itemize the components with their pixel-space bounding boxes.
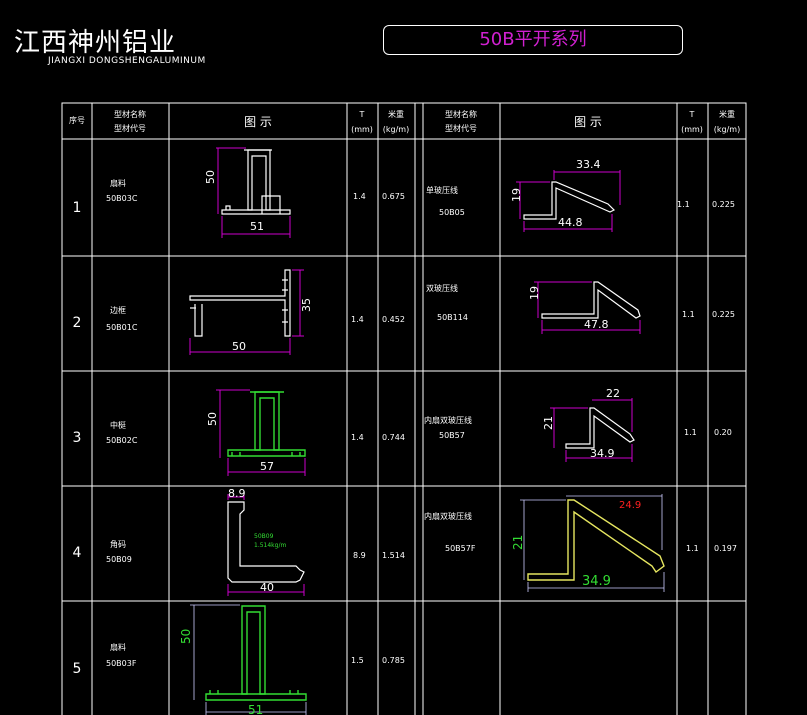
weight: 1.514 (382, 551, 405, 560)
profile-drawing-50B01C: 35 50 (189, 269, 313, 355)
dim-width: 50 (232, 340, 246, 353)
weight: 0.225 (712, 200, 735, 209)
thickness: 8.9 (353, 551, 366, 560)
dim-height: 19 (528, 286, 541, 300)
dim-top: 33.4 (576, 158, 601, 171)
thickness: 1.1 (677, 200, 690, 209)
drawing-note-code: 50B09 (254, 533, 274, 540)
profile-drawing-50B03C: 50 51 (204, 147, 291, 238)
dim-height: 50 (179, 629, 193, 644)
weight: 0.20 (714, 428, 732, 437)
weight: 0.197 (714, 544, 737, 553)
profile-name: 内扇双玻压线 (424, 511, 472, 521)
weight: 0.785 (382, 656, 405, 665)
header-t-right: T (689, 110, 695, 119)
header-weight-unit-right: (kg/m) (714, 125, 740, 134)
table-header: 序号 型材名称 型材代号 图 示 T (mm) 米重 (kg/m) 型材名称 型… (69, 109, 740, 134)
weight: 0.452 (382, 315, 405, 324)
profile-code: 50B03F (106, 659, 137, 668)
header-weight-unit: (kg/m) (383, 125, 409, 134)
weight: 0.225 (712, 310, 735, 319)
header-t: T (359, 110, 365, 119)
header-weight: 米重 (388, 109, 404, 119)
dim-width: 47.8 (584, 318, 609, 331)
profile-drawing-50B02C: 50 57 (206, 389, 306, 476)
profile-code: 50B57F (445, 544, 476, 553)
thickness: 1.1 (686, 544, 699, 553)
header-name: 型材名称 (114, 109, 146, 119)
profile-code: 50B03C (106, 194, 138, 203)
profile-name: 双玻压线 (426, 283, 458, 293)
profile-code: 50B114 (437, 313, 468, 322)
dim-thickness: 8.9 (228, 487, 246, 500)
series-title-box: 50B平开系列 (383, 25, 683, 55)
header-weight-right: 米重 (719, 109, 735, 119)
row-number: 4 (73, 545, 82, 561)
profile-name: 边框 (110, 305, 126, 315)
thickness: 1.1 (684, 428, 697, 437)
dim-top: 24.9 (619, 500, 641, 511)
profile-drawing-50B05: 33.4 19 44.8 (510, 158, 621, 232)
thickness: 1.4 (351, 315, 364, 324)
profile-code: 50B05 (439, 208, 465, 217)
row-number: 5 (73, 661, 82, 677)
dim-height: 21 (511, 535, 525, 550)
profile-code: 50B01C (106, 323, 138, 332)
dim-height: 35 (300, 298, 313, 312)
header-code-right: 型材代号 (445, 123, 477, 133)
weight: 0.744 (382, 433, 405, 442)
profile-drawing-50B03F: 50 51 (179, 604, 307, 715)
profile-name: 扇料 (110, 178, 126, 188)
series-title: 50B平开系列 (479, 29, 587, 50)
dim-top: 22 (606, 387, 620, 400)
row-number: 1 (73, 200, 82, 216)
dim-width: 44.8 (558, 216, 583, 229)
company-name-cn: 江西神州铝业 (14, 28, 177, 58)
dim-height: 21 (542, 416, 555, 430)
dim-width: 57 (260, 460, 274, 473)
dim-width: 40 (260, 581, 274, 594)
profile-name: 扇料 (110, 642, 126, 652)
row-number: 3 (73, 430, 82, 446)
thickness: 1.1 (682, 310, 695, 319)
profile-drawing-50B09: 8.9 40 50B09 1.514kg/m (227, 487, 305, 596)
dim-width: 34.9 (590, 447, 615, 460)
header-t-unit: (mm) (351, 125, 373, 134)
profile-code: 50B09 (106, 555, 132, 564)
profile-drawing-50B57F: 24.9 21 34.9 (511, 494, 665, 592)
profile-name: 内扇双玻压线 (424, 415, 472, 425)
dim-height: 50 (206, 412, 219, 426)
dim-width: 51 (248, 703, 263, 715)
header-diagram-right: 图 示 (574, 115, 602, 129)
profile-code: 50B02C (106, 436, 138, 445)
table-grid (61, 102, 747, 715)
profile-name: 中梃 (110, 420, 126, 430)
company-name-en: JIANGXI DONGSHENGALUMINUM (48, 56, 206, 66)
profile-code: 50B57 (439, 431, 465, 440)
drawing-note-weight: 1.514kg/m (254, 542, 286, 549)
profile-name: 角码 (110, 539, 126, 549)
profile-drawing-50B57: 22 21 34.9 (542, 387, 635, 462)
header-seq: 序号 (69, 115, 85, 125)
left-rows: 1 扇料 50B03C 1.4 0.675 2 边框 50B01C 1.4 0.… (73, 178, 405, 677)
dim-width: 51 (250, 220, 264, 233)
thickness: 1.4 (353, 192, 366, 201)
header-name-right: 型材名称 (445, 109, 477, 119)
right-rows: 单玻压线 50B05 1.1 0.225 双玻压线 50B114 1.1 0.2… (424, 185, 737, 553)
dim-height: 50 (204, 170, 217, 184)
header-code: 型材代号 (114, 123, 146, 133)
dim-width: 34.9 (582, 574, 611, 589)
header-diagram: 图 示 (244, 115, 272, 129)
header-t-unit-right: (mm) (681, 125, 703, 134)
profile-drawing-50B114: 19 47.8 (528, 281, 641, 334)
thickness: 1.4 (351, 433, 364, 442)
profile-name: 单玻压线 (426, 185, 458, 195)
weight: 0.675 (382, 192, 405, 201)
thickness: 1.5 (351, 656, 364, 665)
row-number: 2 (73, 315, 82, 331)
dim-height: 19 (510, 188, 523, 202)
